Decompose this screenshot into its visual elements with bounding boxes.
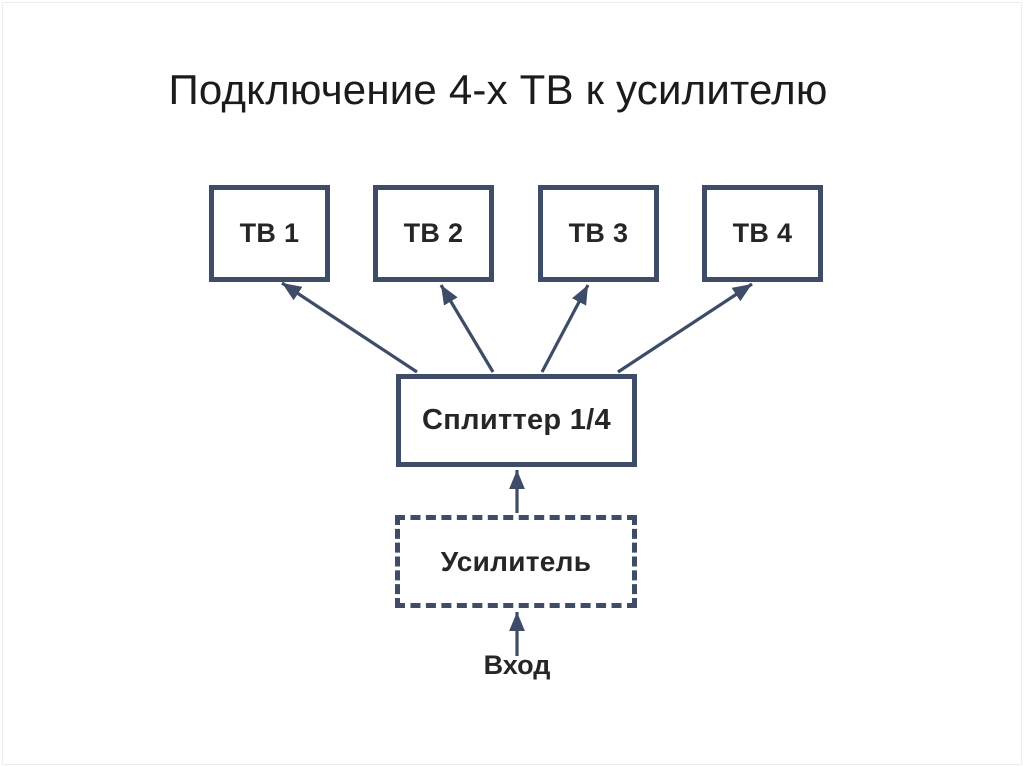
splitter-label: Сплиттер 1/4 [422, 404, 611, 436]
tv2-label: ТВ 2 [403, 218, 464, 248]
amplifier-box: Усилитель [395, 515, 637, 608]
tv3-label: ТВ 3 [568, 218, 629, 248]
page-title: Подключение 4-х ТВ к усилителю [168, 66, 828, 113]
arrow-splitter-to-tv2 [439, 284, 495, 373]
arrow-splitter-to-tv4 [617, 282, 753, 374]
tv2-box: ТВ 2 [373, 185, 494, 282]
tv4-box: ТВ 4 [702, 185, 823, 282]
amplifier-label: Усилитель [440, 545, 592, 577]
input-label: Вход [483, 650, 551, 680]
splitter-box: Сплиттер 1/4 [396, 374, 637, 467]
arrow-splitter-to-tv1 [281, 281, 418, 374]
tv1-label: ТВ 1 [239, 218, 300, 248]
tv4-label: ТВ 4 [732, 218, 793, 248]
tv1-box: ТВ 1 [209, 185, 330, 282]
tv3-box: ТВ 3 [538, 185, 659, 282]
arrow-splitter-to-tv3 [540, 284, 590, 373]
